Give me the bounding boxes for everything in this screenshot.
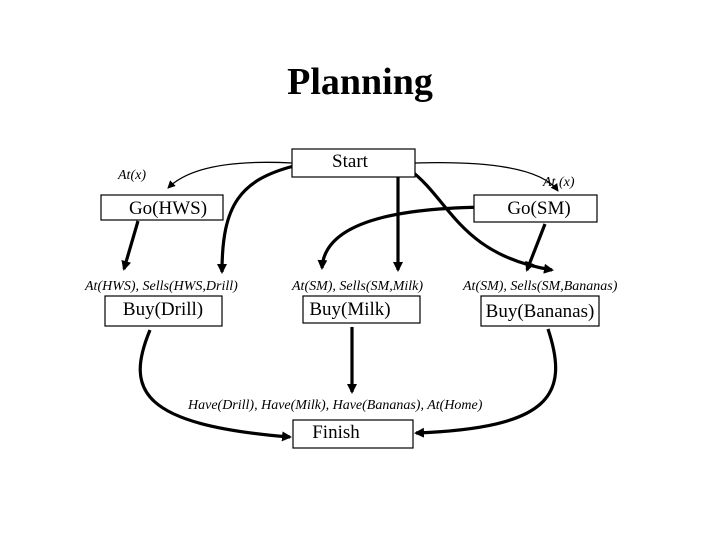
node-buy-bananas-label: Buy(Bananas): [486, 301, 595, 322]
node-go-hws-label: Go(HWS): [129, 198, 207, 219]
edge-start-to-go-hws: [167, 161, 293, 189]
page-title: Planning: [287, 61, 433, 103]
edge-start-to-go-sm: [414, 161, 559, 192]
edge-go-sm-to-buy-bananas: [525, 223, 547, 272]
edge-start-to-buy-drill: [217, 164, 295, 274]
node-buy-drill-label: Buy(Drill): [123, 299, 203, 320]
node-finish[interactable]: Finish: [292, 419, 414, 449]
label-finish-pre: Have(Drill), Have(Milk), Have(Bananas), …: [187, 398, 483, 413]
node-buy-drill[interactable]: Buy(Drill): [104, 295, 223, 327]
node-start-label: Start: [332, 151, 369, 172]
label-buy-milk-pre: At(SM), Sells(SM,Milk): [291, 279, 423, 294]
edge-buy-drill-to-finish: [138, 329, 292, 442]
label-buy-drill-pre: At(HWS), Sells(HWS,Drill): [84, 279, 238, 294]
label-buy-bananas-pre: At(SM), Sells(SM,Bananas): [462, 279, 618, 294]
node-go-sm[interactable]: Go(SM): [473, 194, 598, 223]
node-start[interactable]: Start: [291, 148, 416, 178]
node-go-hws[interactable]: Go(HWS): [100, 194, 224, 221]
label-go-hws-pre: At(x): [117, 168, 146, 183]
edge-buy-bananas-to-finish: [414, 328, 558, 438]
node-buy-bananas[interactable]: Buy(Bananas): [480, 295, 600, 327]
edge-go-hws-to-buy-drill: [121, 220, 140, 271]
node-finish-label: Finish: [312, 422, 360, 443]
edge-go-sm-to-buy-milk: [317, 205, 499, 270]
label-go-sm-pre: At (x): [542, 175, 575, 190]
node-buy-milk[interactable]: Buy(Milk): [302, 295, 421, 324]
node-buy-milk-label: Buy(Milk): [309, 299, 390, 320]
edge-start-to-buy-bananas: [409, 168, 554, 274]
node-go-sm-label: Go(SM): [507, 198, 570, 219]
